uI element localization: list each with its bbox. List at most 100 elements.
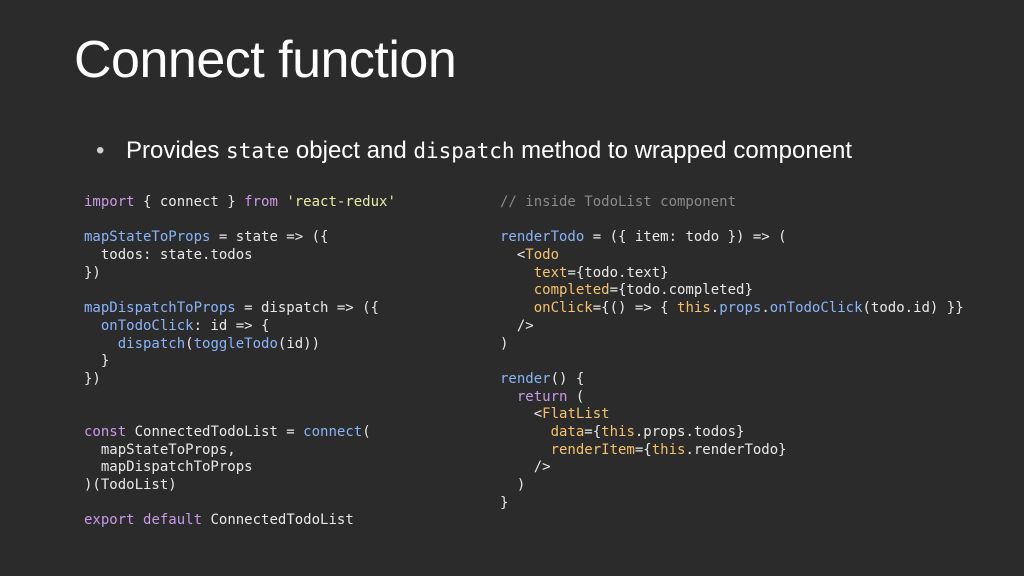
code-token: = dispatch => ({ [235,300,380,317]
code-token: renderTodo [500,229,585,246]
code-line: mapStateToProps, [84,442,396,460]
code-token: render [500,370,551,387]
code-token: /> [500,317,534,334]
code-token: // inside TodoList component [500,194,737,210]
code-token: 'react-redux' [286,194,396,210]
code-line [84,389,396,407]
code-line: import { connect } from 'react-redux' [84,194,396,212]
code-token: ) [500,477,526,493]
code-token: ={() => { [592,300,678,317]
code-line: onClick={() => { this.props.onTodoClick(… [500,300,964,318]
code-token [84,336,118,352]
code-line: mapDispatchToProps = dispatch => ({ [84,300,396,318]
code-token: } [500,494,509,511]
code-token: onTodoClick [100,317,194,334]
code-token: export [84,512,135,529]
code-token: mapStateToProps [84,229,211,246]
code-token: } [84,353,110,370]
code-token: default [143,512,203,529]
code-token: = state => ({ [210,229,329,246]
code-line: onTodoClick: id => { [84,318,396,336]
code-token: FlatList [542,406,610,423]
code-token: .props.todos} [634,423,745,440]
code-line: ) [500,336,964,354]
code-line: renderItem={this.renderTodo} [500,442,964,460]
code-token: < [500,247,526,264]
code-line: renderTodo = ({ item: todo }) => ( [500,229,964,247]
code-token: ConnectedTodoList = [126,423,304,440]
code-block-connect: import { connect } from 'react-redux' ma… [84,194,396,530]
code-line: // inside TodoList component [500,194,964,212]
code-token: return [516,388,568,405]
code-line: dispatch(toggleTodo(id)) [84,336,396,354]
code-line: completed={todo.completed} [500,282,964,300]
code-line: mapDispatchToProps [84,459,396,477]
code-token: ( [185,335,194,352]
code-token: /> [500,459,551,476]
code-token: : id => { [193,317,270,334]
code-line: }) [84,371,396,389]
bullet-icon: • [96,137,105,164]
code-token: ( [362,423,371,440]
code-token: mapDispatchToProps [84,459,253,476]
code-token: this [651,441,686,458]
code-token [500,424,551,440]
code-line [84,212,396,230]
code-token: text [533,264,568,281]
code-line: export default ConnectedTodoList [84,512,396,530]
code-line: /> [500,459,964,477]
code-token: { connect } [134,194,245,210]
code-token [135,512,143,528]
code-token: import [84,194,135,210]
code-token: data [550,423,585,440]
code-token: < [500,406,543,423]
code-line: const ConnectedTodoList = connect( [84,424,396,442]
code-token: (todo.id) }} [862,300,964,317]
code-line: return ( [500,389,964,407]
code-line: ) [500,477,964,495]
code-token: const [84,423,127,440]
bullet-text: Provides [126,137,227,164]
code-token: )(TodoList) [84,477,177,493]
code-token [500,300,534,316]
code-token: () { [550,370,585,387]
code-line: } [500,495,964,513]
code-line [500,353,964,371]
code-token: mapDispatchToProps [84,300,236,317]
code-line: <Todo [500,247,964,265]
code-token: ) [500,335,509,352]
code-line: } [84,353,396,371]
bullet-code-dispatch: dispatch [413,139,515,163]
code-token: .renderTodo} [685,441,787,458]
code-line: mapStateToProps = state => ({ [84,229,396,247]
code-token: onClick [533,300,593,317]
code-line: data={this.props.todos} [500,424,964,442]
code-token: ={todo.completed} [609,282,753,299]
bullet-text: object and [289,137,414,164]
code-token: }) [84,370,101,387]
code-token: }) [84,264,101,281]
code-token: this [677,300,711,317]
bullet-code-state: state [226,139,290,163]
code-line: )(TodoList) [84,477,396,495]
code-token: todos: state.todos [84,247,253,264]
code-token: toggleTodo [193,335,278,352]
code-token: completed [533,282,610,299]
code-line [84,495,396,513]
code-token: props [719,300,762,317]
code-line: text={todo.text} [500,265,964,283]
code-line: todos: state.todos [84,247,396,265]
code-line: /> [500,318,964,336]
code-token [500,282,534,298]
code-token: . [710,300,720,317]
code-line: }) [84,265,396,283]
code-token: this [601,423,635,440]
code-line [500,212,964,230]
code-token: ={ [584,423,602,440]
bullet-point: • Provides state object and dispatch meth… [96,137,852,165]
code-token [500,389,517,405]
code-token: ={ [634,441,652,458]
slide-title: Connect function [74,31,457,89]
code-token: renderItem [550,441,635,458]
bullet-text: method to wrapped component [514,137,853,164]
